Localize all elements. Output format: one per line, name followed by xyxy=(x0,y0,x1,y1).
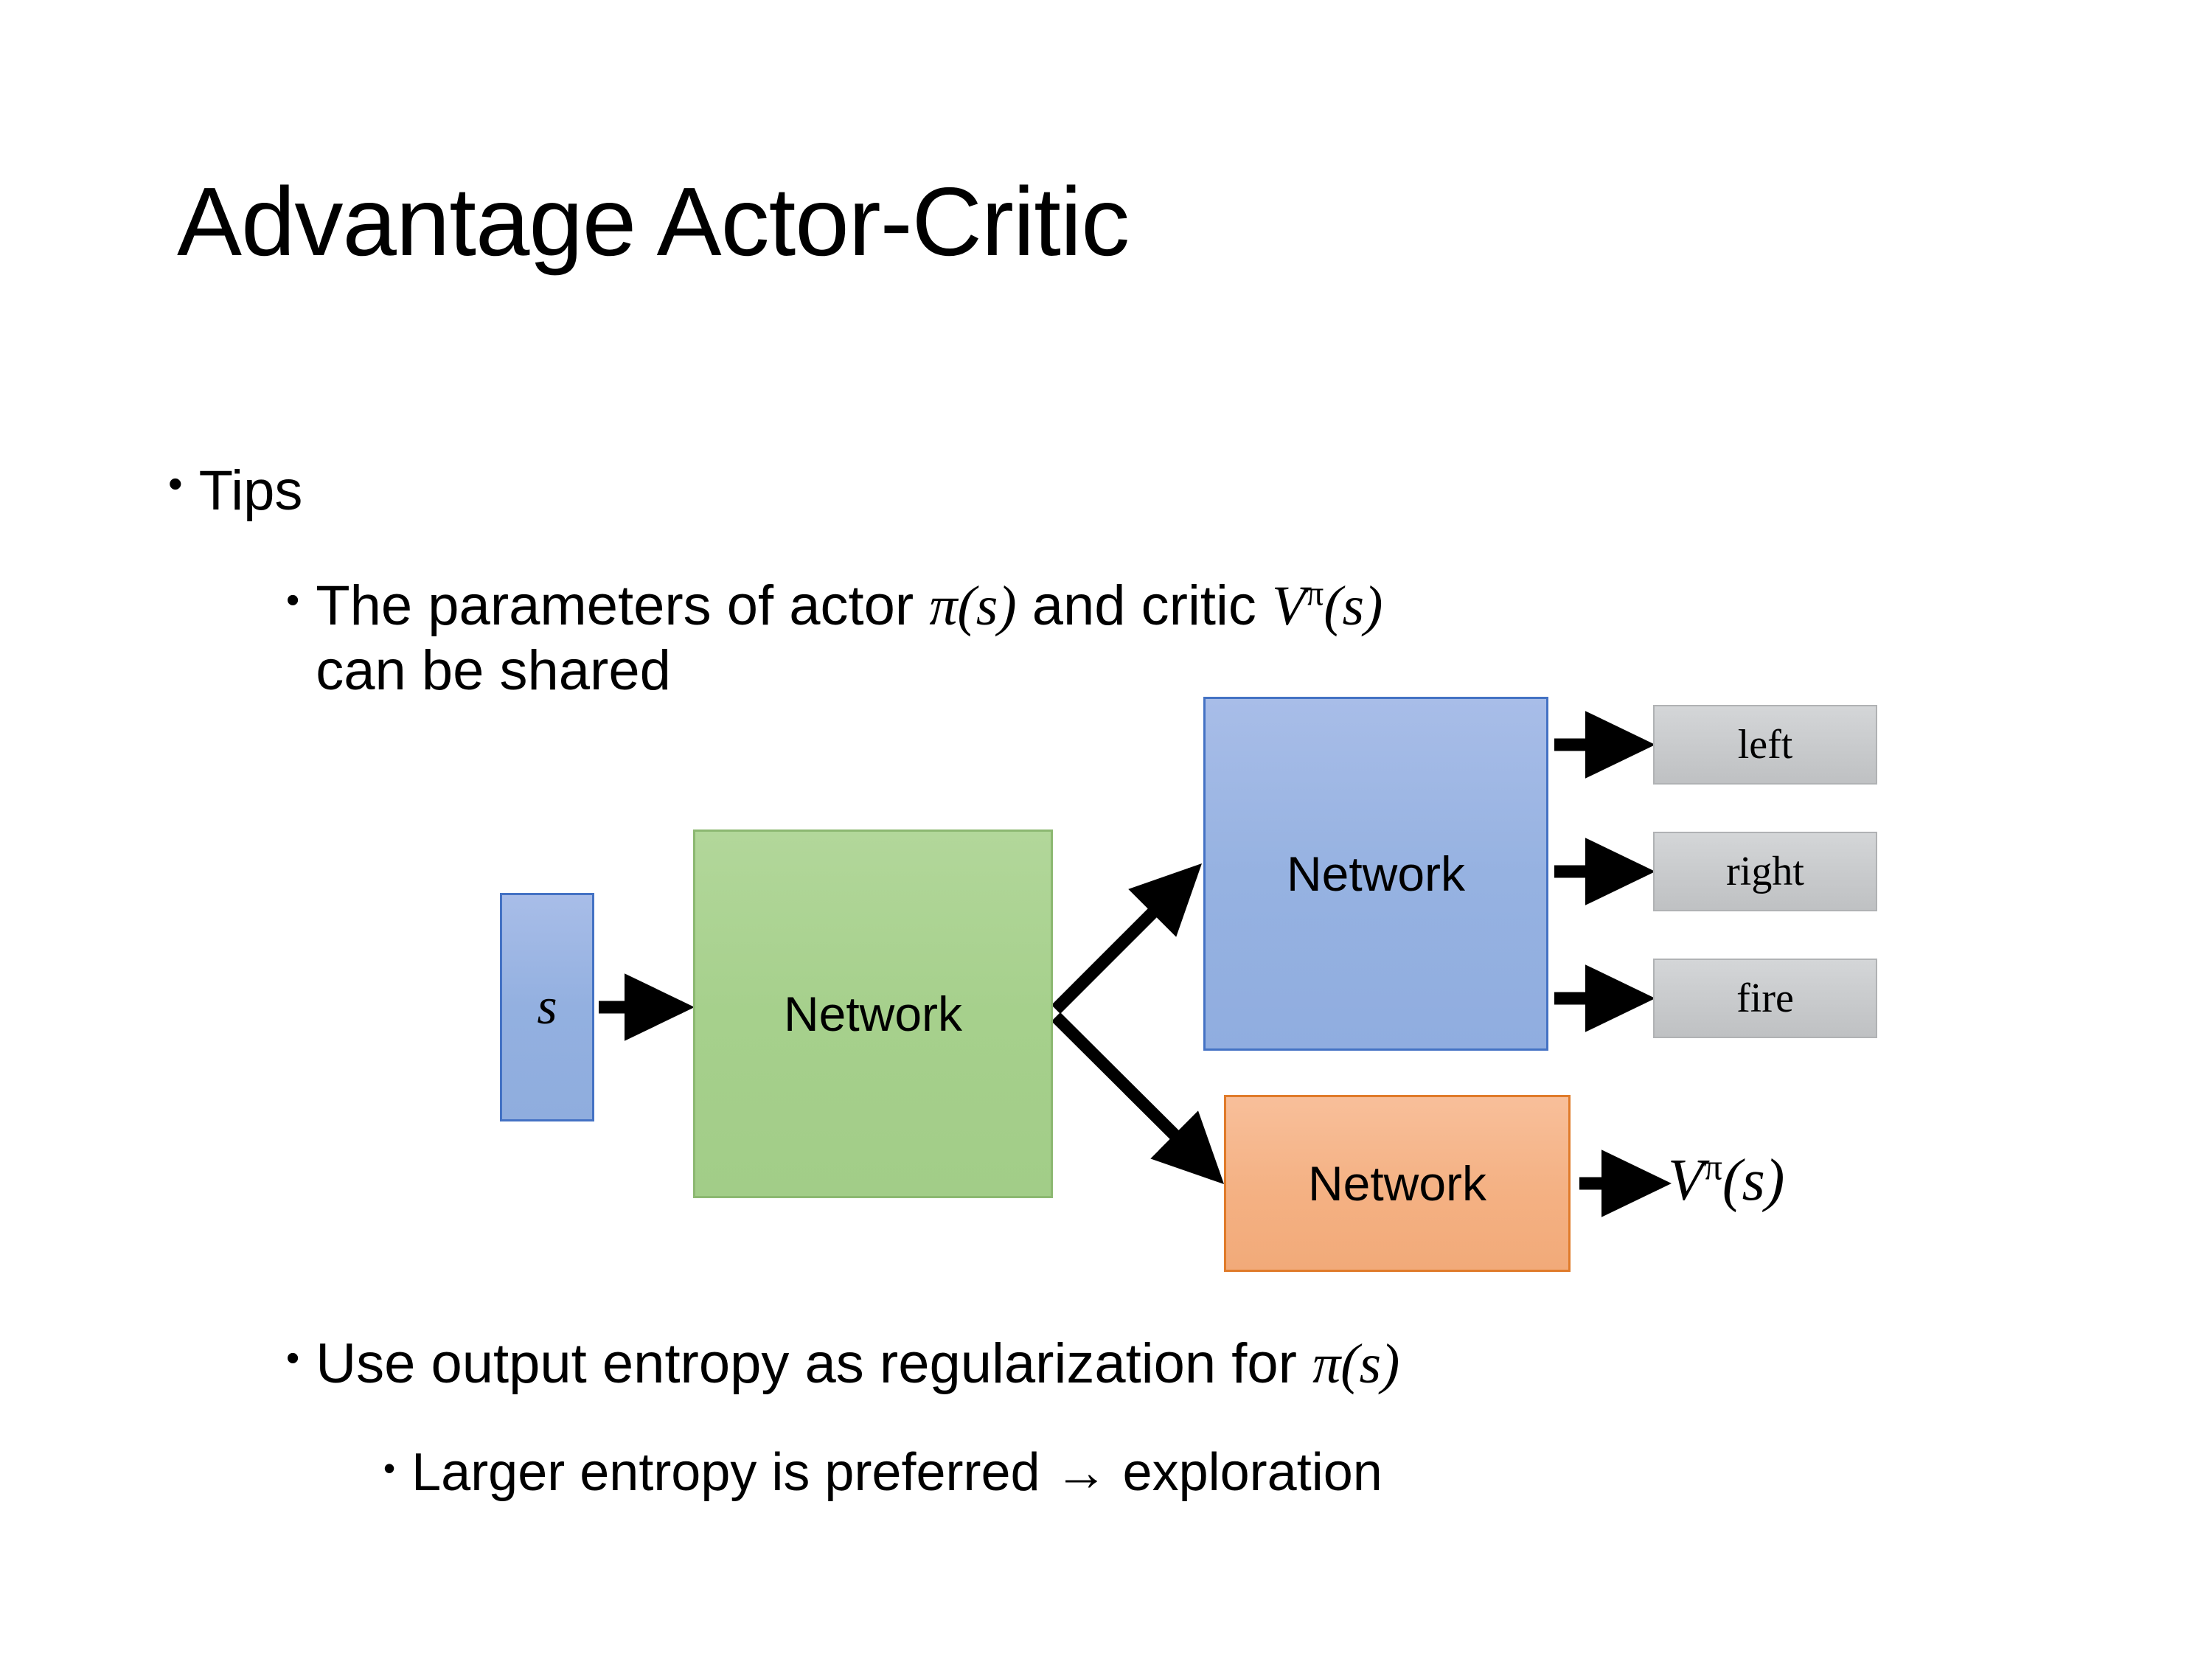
actor-network-label: Network xyxy=(1286,846,1466,901)
value-function-output: Vπ(s) xyxy=(1668,1147,1784,1214)
bullet-entropy-label: Use output entropy as regularization for… xyxy=(316,1332,1399,1397)
value-output-base: V xyxy=(1668,1148,1704,1213)
params-critic-math: Vπ(s) xyxy=(1272,575,1382,637)
critic-superscript: π xyxy=(1306,574,1324,613)
value-output-superscript: π xyxy=(1703,1147,1722,1188)
actor-network-box[interactable]: Network xyxy=(1203,697,1548,1051)
shared-network-label: Network xyxy=(783,987,963,1041)
params-actor-math: π(s) xyxy=(929,575,1017,637)
action-output-right[interactable]: right xyxy=(1653,832,1877,911)
arrow-shared-to-critic xyxy=(1051,1012,1225,1184)
params-prefix-text: The parameters of actor xyxy=(316,574,930,637)
bullet-dot-icon: • xyxy=(383,1449,396,1487)
action-output-left[interactable]: left xyxy=(1653,705,1877,785)
bullet-dot-icon: • xyxy=(286,1337,300,1380)
action-output-left-label: left xyxy=(1737,722,1793,768)
critic-argument: (s) xyxy=(1324,575,1383,637)
entropy-prefix-text: Use output entropy as regularization for xyxy=(316,1332,1313,1395)
bullet-tips: • Tips xyxy=(168,459,302,523)
bullet-larger-entropy: • Larger entropy is preferred → explorat… xyxy=(383,1442,1382,1503)
bullet-shared-parameters-label: The parameters of actor π(s) and critic … xyxy=(316,574,1382,703)
params-second-line: can be shared xyxy=(316,639,671,703)
bullet-tips-label: Tips xyxy=(198,459,303,522)
action-output-right-label: right xyxy=(1726,849,1804,894)
shared-network-box[interactable]: Network xyxy=(693,830,1053,1198)
bullet-dot-icon: • xyxy=(168,460,183,507)
bullet-dot-icon: • xyxy=(286,579,300,622)
action-output-fire[interactable]: fire xyxy=(1653,959,1877,1038)
bullet-larger-entropy-label: Larger entropy is preferred → exploratio… xyxy=(411,1443,1382,1502)
params-mid-text: and critic xyxy=(1016,574,1272,637)
state-input-box[interactable]: s xyxy=(500,893,594,1121)
bullet-entropy-regularization: • Use output entropy as regularization f… xyxy=(286,1332,1399,1397)
state-input-label: s xyxy=(537,978,557,1035)
page-title: Advantage Actor-Critic xyxy=(177,167,1130,276)
value-output-argument: (s) xyxy=(1722,1148,1785,1213)
critic-base: V xyxy=(1271,575,1307,637)
critic-network-label: Network xyxy=(1307,1156,1487,1211)
arrow-shared-to-actor xyxy=(1051,863,1203,1015)
action-output-fire-label: fire xyxy=(1736,975,1794,1021)
entropy-actor-math: π(s) xyxy=(1312,1333,1400,1395)
critic-network-box[interactable]: Network xyxy=(1224,1095,1571,1272)
bullet-shared-parameters: • The parameters of actor π(s) and criti… xyxy=(286,574,2070,703)
